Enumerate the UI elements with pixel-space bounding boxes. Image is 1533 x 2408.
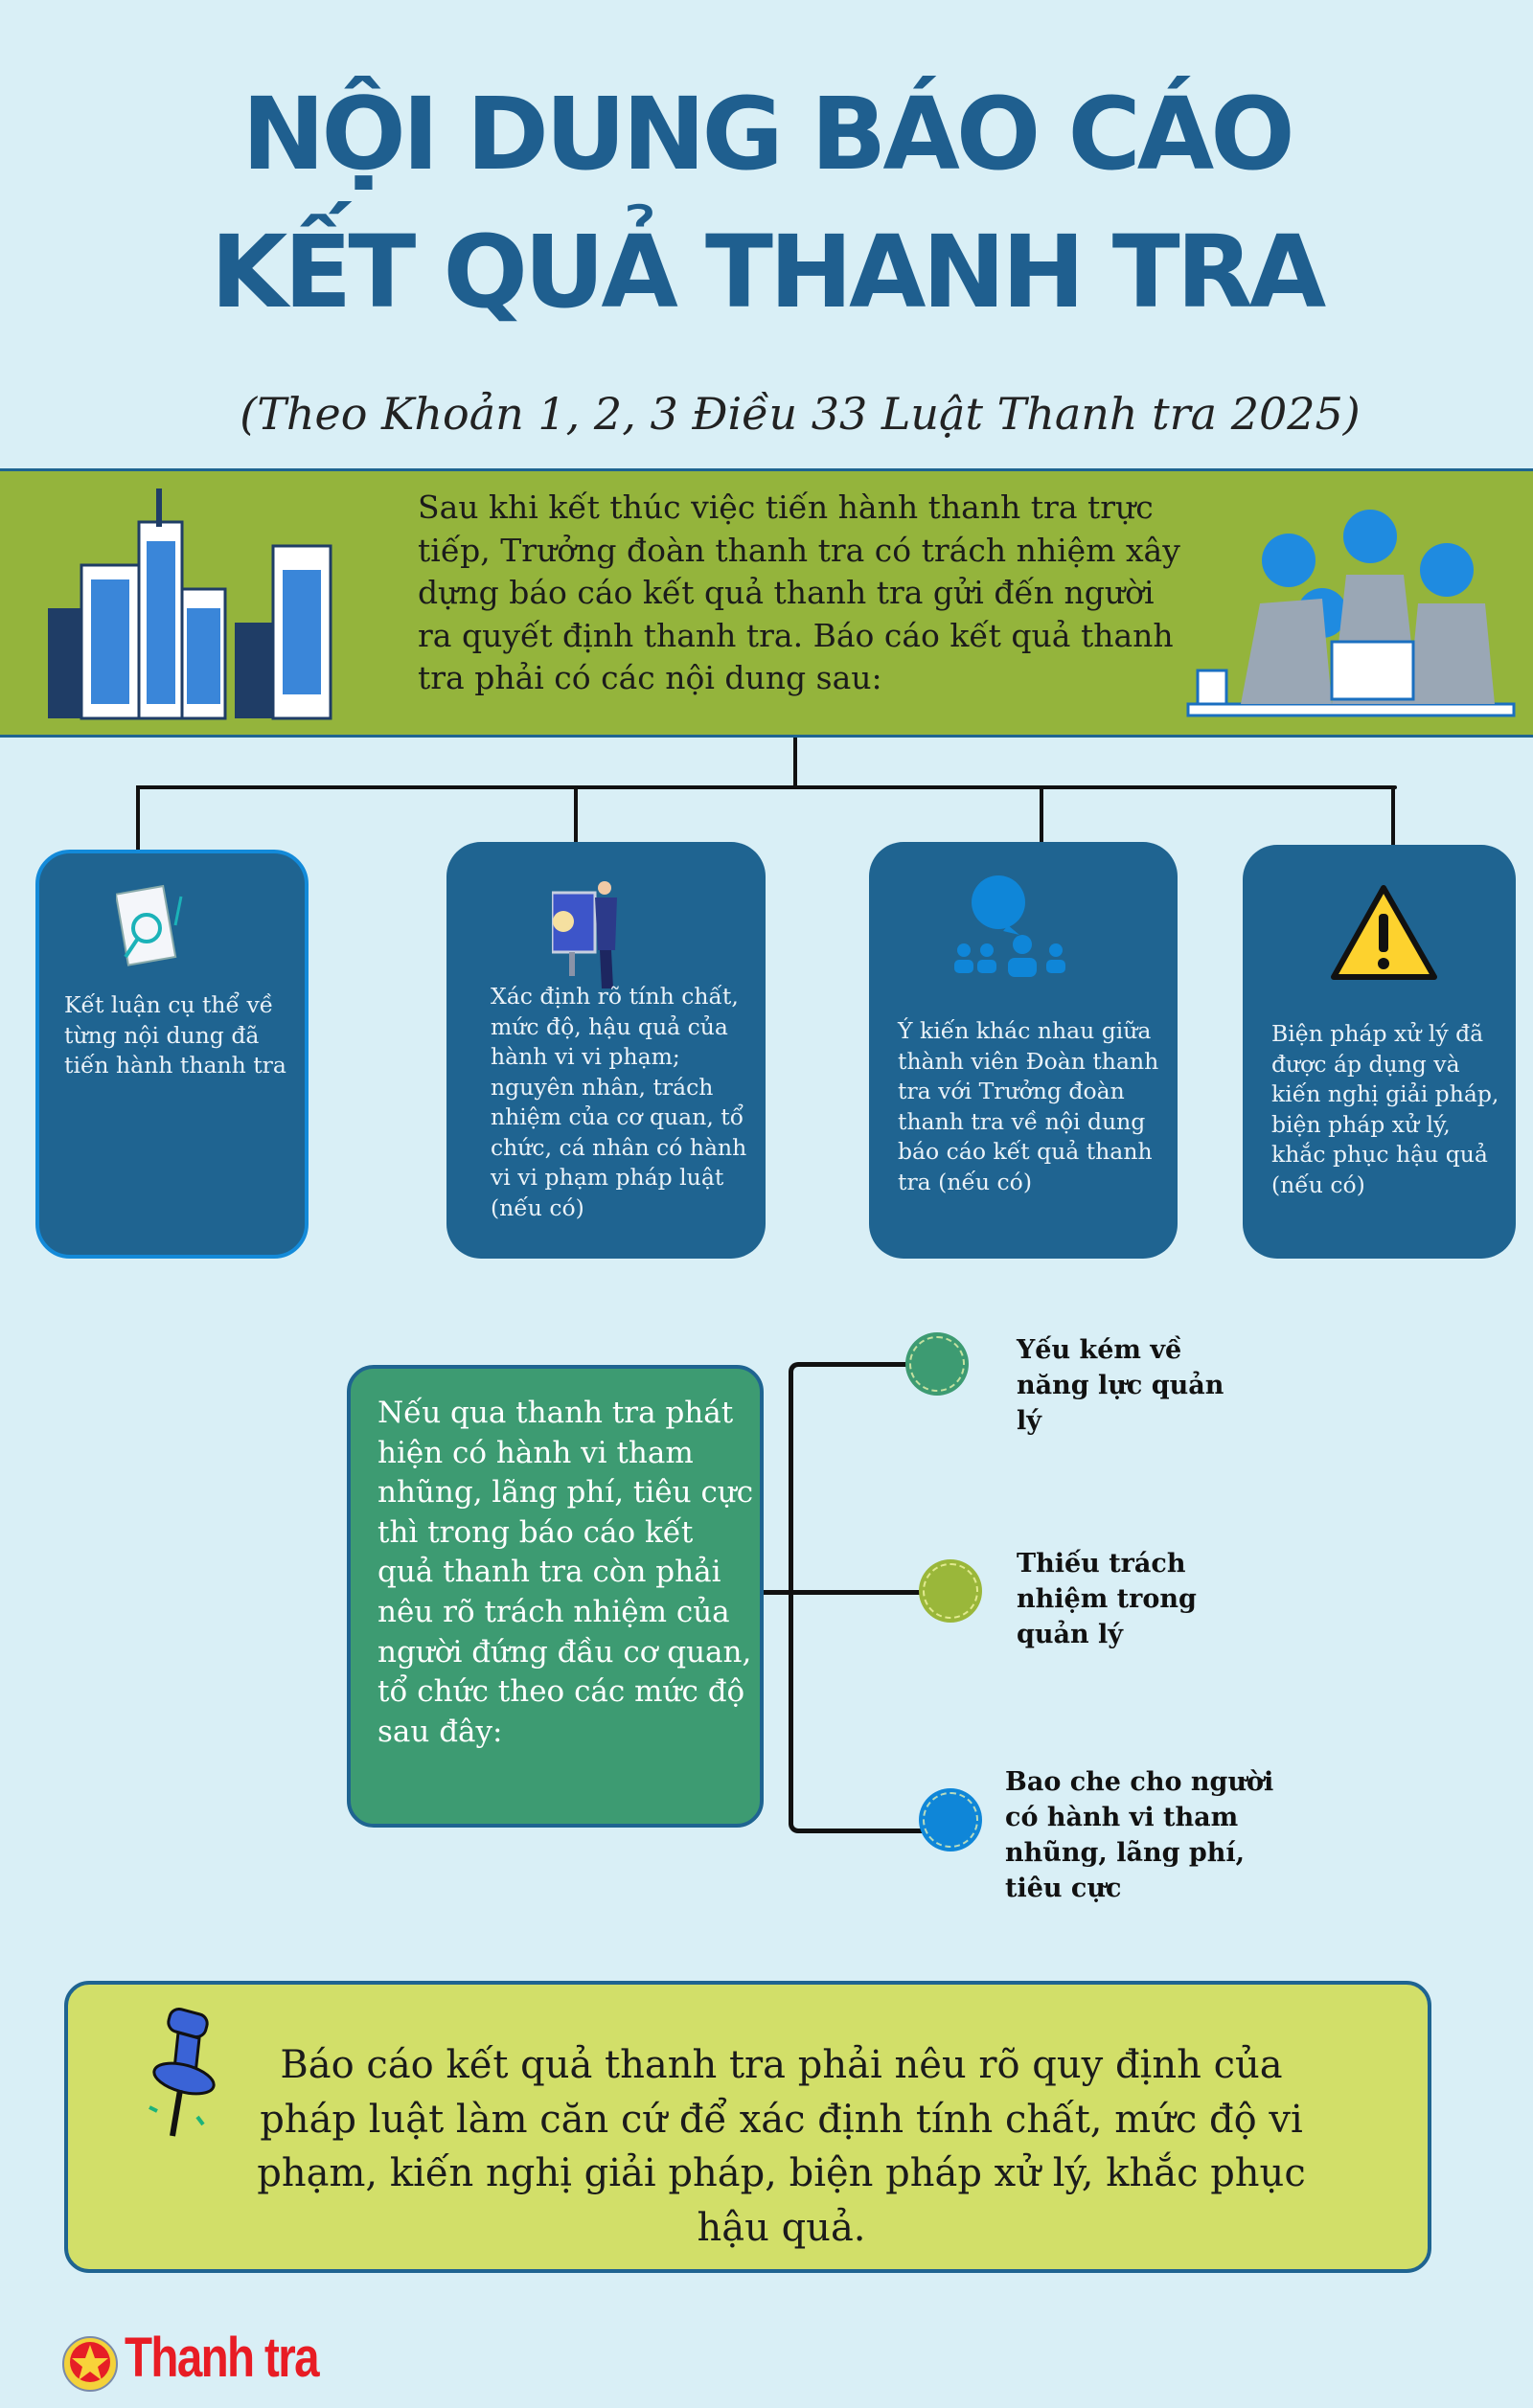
connector (793, 738, 797, 789)
card-text: Ý kiến khác nhau giữa thành viên Đoàn th… (898, 1017, 1159, 1195)
level-label: Bao che cho người có hành vi tham nhũng,… (1005, 1767, 1274, 1903)
connector (136, 785, 1397, 789)
level-dot-3 (919, 1788, 982, 1851)
legal-basis-note: Báo cáo kết quả thanh tra phải nêu rõ qu… (64, 1981, 1431, 2273)
clipboard-magnifier-icon (116, 884, 183, 966)
title-line-1: NỘI DUNG BÁO CÁO (241, 76, 1294, 193)
group-discussion-icon (954, 875, 1065, 977)
inspector-icon (552, 881, 617, 988)
level-dot-2 (919, 1559, 982, 1623)
title-line-2: KẾT QUẢ THANH TRA (210, 214, 1327, 330)
content-card-2: Xác định rõ tính chất, mức độ, hậu quả c… (446, 842, 766, 1259)
connector (1391, 785, 1395, 845)
level-label: Thiếu trách nhiệm trong quản lý (1017, 1549, 1197, 1649)
card-text: Biện pháp xử lý đã được áp dụng và kiến … (1271, 1020, 1499, 1198)
pushpin-icon (149, 2007, 216, 2137)
intro-text: Sau khi kết thúc việc tiến hành thanh tr… (418, 488, 1180, 696)
connector (764, 1590, 927, 1595)
bracket-connector (789, 1362, 932, 1833)
connector (1040, 785, 1043, 843)
level-dot-1 (905, 1332, 969, 1396)
warning-icon (1331, 885, 1437, 980)
thanh-tra-emblem-logo (62, 2336, 118, 2392)
card-text: Kết luận cụ thể về từng nội dung đã tiến… (64, 991, 286, 1079)
content-card-1: Kết luận cụ thể về từng nội dung đã tiến… (35, 850, 309, 1259)
connector (574, 785, 578, 843)
level-label: Yếu kém về năng lực quản lý (1017, 1335, 1224, 1436)
content-card-3: Ý kiến khác nhau giữa thành viên Đoàn th… (869, 842, 1178, 1259)
card-text: Xác định rõ tính chất, mức độ, hậu quả c… (491, 983, 747, 1221)
connector (136, 785, 140, 851)
content-card-4: Biện pháp xử lý đã được áp dụng và kiến … (1243, 845, 1516, 1259)
team-working-icon (1186, 510, 1516, 717)
brand-name: Thanh tra (125, 2327, 320, 2389)
page-title: NỘI DUNG BÁO CÁO KẾT QUẢ THANH TRA (0, 65, 1533, 341)
subtitle: (Theo Khoản 1, 2, 3 Điều 33 Luật Thanh t… (240, 388, 1361, 440)
corruption-text: Nếu qua thanh tra phát hiện có hành vi t… (378, 1396, 754, 1749)
corruption-box: Nếu qua thanh tra phát hiện có hành vi t… (347, 1365, 764, 1828)
note-text: Báo cáo kết quả thanh tra phải nêu rõ qu… (257, 2043, 1306, 2250)
city-buildings-icon (48, 488, 332, 720)
